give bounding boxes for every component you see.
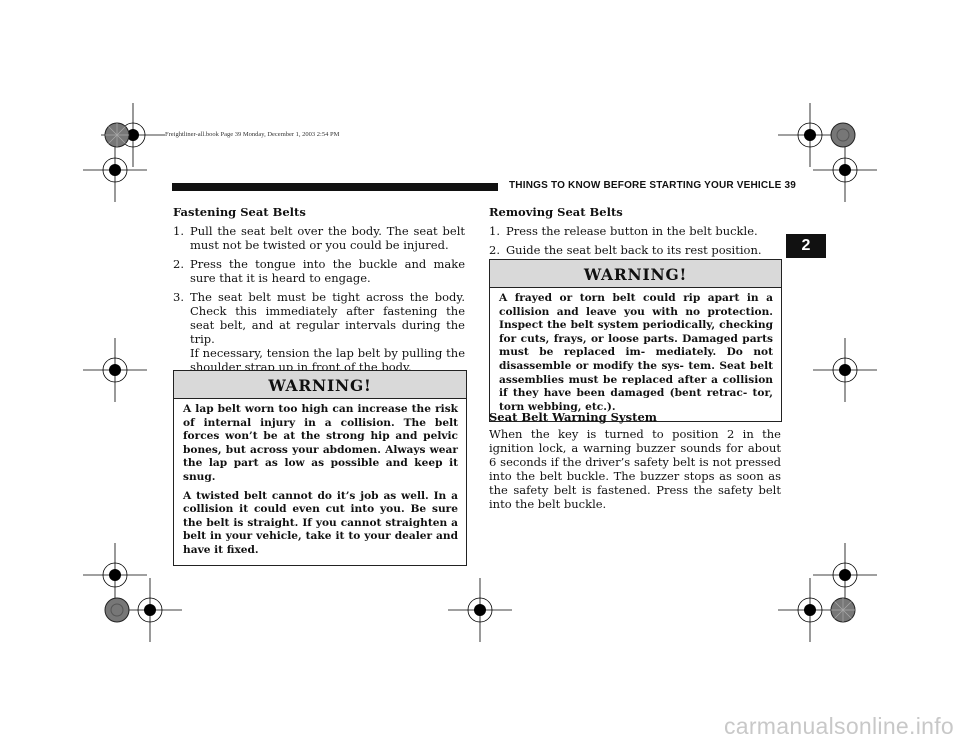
removing-steps: 1.Press the release button in the belt b… [489,224,781,257]
warning-box-left: WARNING! A lap belt worn too high can in… [173,370,467,566]
list-item: 1.Pull the seat belt over the body. The … [173,224,465,252]
chapter-tab: 2 [786,234,826,258]
registration-mark-icon [813,138,877,202]
list-item: 3.The seat belt must be tight across the… [173,290,465,374]
list-item: 2.Press the tongue into the buckle and m… [173,257,465,285]
warning-system-text: When the key is turned to position 2 in … [489,427,781,511]
book-info: Freightliner-all.book Page 39 Monday, De… [165,131,340,138]
warning-text: A frayed or torn belt could rip apart in… [499,292,773,413]
section-title-warning-system: Seat Belt Warning System [489,410,657,424]
warning-text: A twisted belt cannot do it’s job as wel… [183,489,458,556]
running-header: THINGS TO KNOW BEFORE STARTING YOUR VEHI… [509,180,797,191]
warning-text: A lap belt worn too high can increase th… [183,403,458,483]
warning-title: WARNING! [174,371,466,399]
density-target-icon [830,597,856,623]
density-target-icon [830,122,856,148]
registration-mark-icon [83,338,147,402]
registration-mark-icon [83,138,147,202]
seat-belt-warning-section: Seat Belt Warning System When the key is… [489,410,781,511]
right-column: Removing Seat Belts 1.Press the release … [489,205,781,262]
watermark-text: carmanualsonline.info [723,713,954,739]
left-column: Fastening Seat Belts 1.Pull the seat bel… [173,205,465,379]
registration-mark-icon [813,543,877,607]
registration-mark-icon [448,578,512,642]
registration-mark-icon [778,103,842,167]
warning-title: WARNING! [490,260,781,288]
section-title-removing: Removing Seat Belts [489,205,623,219]
list-item: 1.Press the release button in the belt b… [489,224,758,238]
density-target-icon [104,597,130,623]
warning-box-right: WARNING! A frayed or torn belt could rip… [489,259,782,423]
registration-mark-icon [813,338,877,402]
section-title-fastening: Fastening Seat Belts [173,205,306,219]
list-item: 2.Guide the seat belt back to its rest p… [489,243,762,257]
fastening-steps: 1.Pull the seat belt over the body. The … [173,224,465,374]
header-rule [172,183,498,191]
density-target-icon [104,122,130,148]
registration-mark-icon [83,543,147,607]
